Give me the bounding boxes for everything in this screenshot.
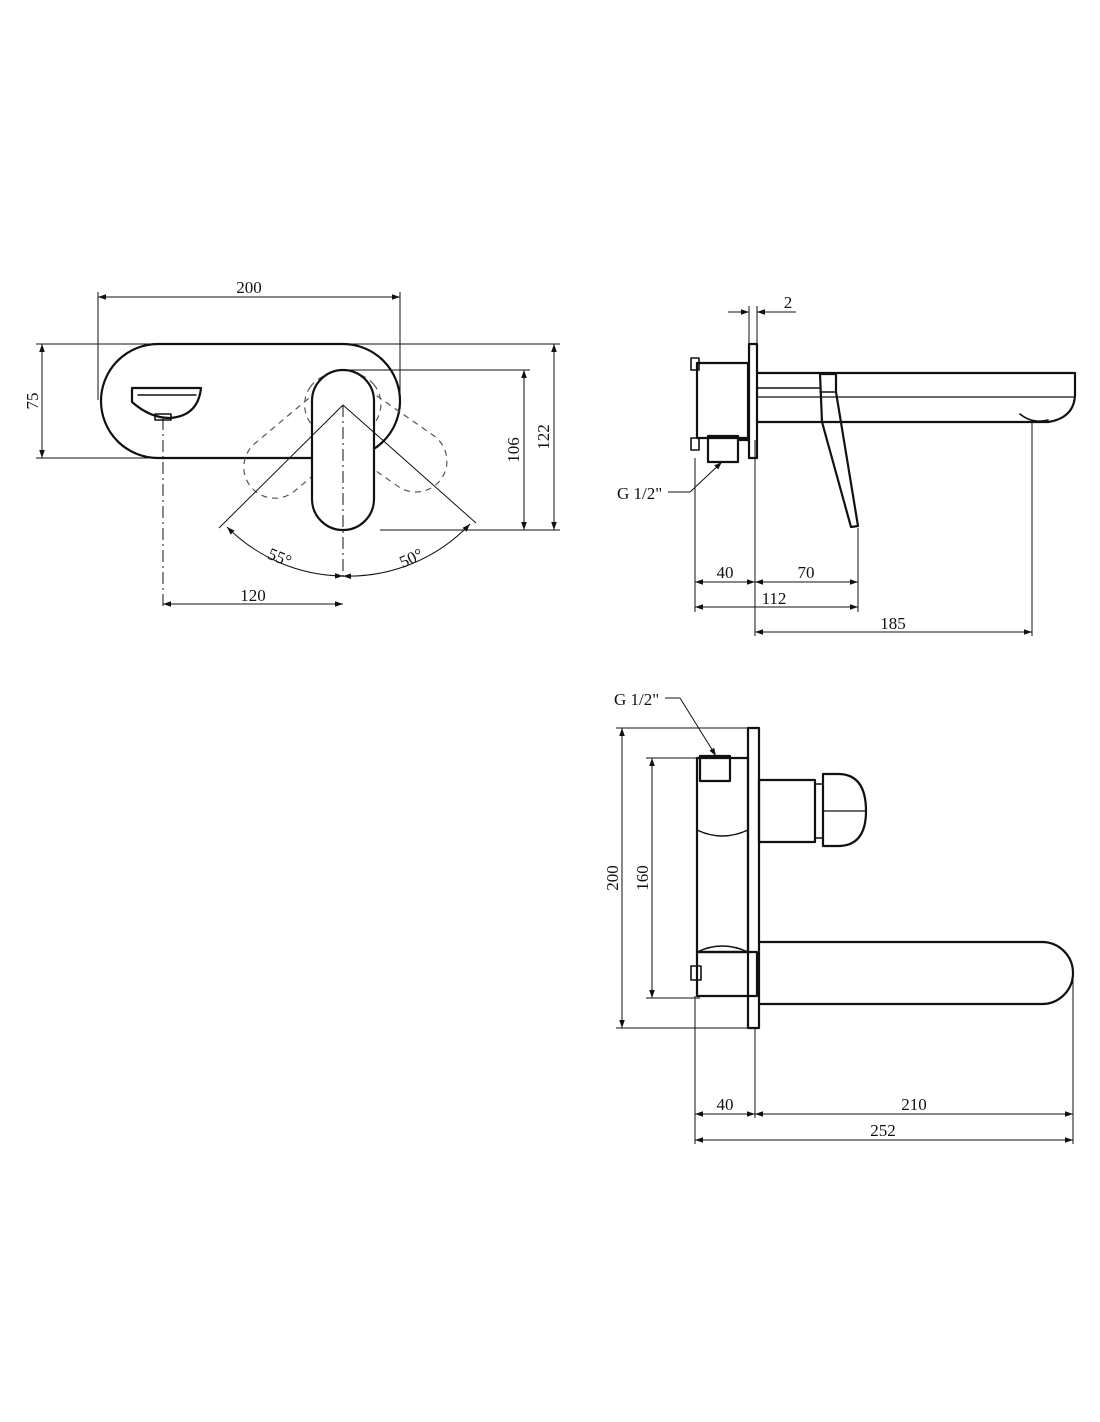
dim-plate-height-label: 75 bbox=[23, 393, 42, 410]
connection-label-side: G 1/2" bbox=[617, 484, 662, 503]
side-view: 2 G 1/2" 40 70 112 185 bbox=[617, 293, 1077, 636]
spout-side bbox=[755, 371, 1077, 424]
dim-total-height-label-top: 200 bbox=[603, 865, 622, 891]
spout-top bbox=[757, 940, 1075, 1006]
top-view: G 1/2" 200 160 40 210 252 bbox=[603, 690, 1075, 1144]
dim-spout-reach-label: 185 bbox=[880, 614, 906, 633]
dim-inlet-spacing-label: 160 bbox=[633, 865, 652, 891]
dim-body-label-top: 40 bbox=[717, 1095, 734, 1114]
lever-side bbox=[818, 372, 860, 529]
dim-width-label: 200 bbox=[236, 278, 262, 297]
spout-outlet bbox=[130, 386, 203, 420]
inlet-nut bbox=[698, 754, 732, 783]
wall-plate-top bbox=[746, 726, 761, 1030]
dim-spout-to-handle-label: 120 bbox=[240, 586, 266, 605]
dim-spout-label: 210 bbox=[901, 1095, 927, 1114]
dim-handle-height-label: 106 bbox=[504, 437, 523, 463]
wall-plate bbox=[747, 342, 759, 460]
dim-handle-reach-label: 70 bbox=[798, 563, 815, 582]
dim-plate-label: 2 bbox=[784, 293, 793, 312]
connection-label-top: G 1/2" bbox=[614, 690, 659, 709]
mixer-body bbox=[695, 361, 750, 440]
inlet-connector bbox=[706, 434, 740, 464]
dim-total-height-label: 122 bbox=[534, 424, 553, 450]
dim-body-to-handle-label: 112 bbox=[762, 589, 787, 608]
front-view: 55° 50° 200 75 106 122 120 bbox=[23, 278, 560, 607]
handle-rotation-ghosts bbox=[243, 372, 448, 499]
dim-body-label-side: 40 bbox=[717, 563, 734, 582]
cartridge-housing bbox=[757, 778, 817, 844]
cartridge-cap bbox=[821, 772, 868, 848]
dim-total-depth-label: 252 bbox=[870, 1121, 896, 1140]
vertical-body bbox=[695, 756, 750, 954]
